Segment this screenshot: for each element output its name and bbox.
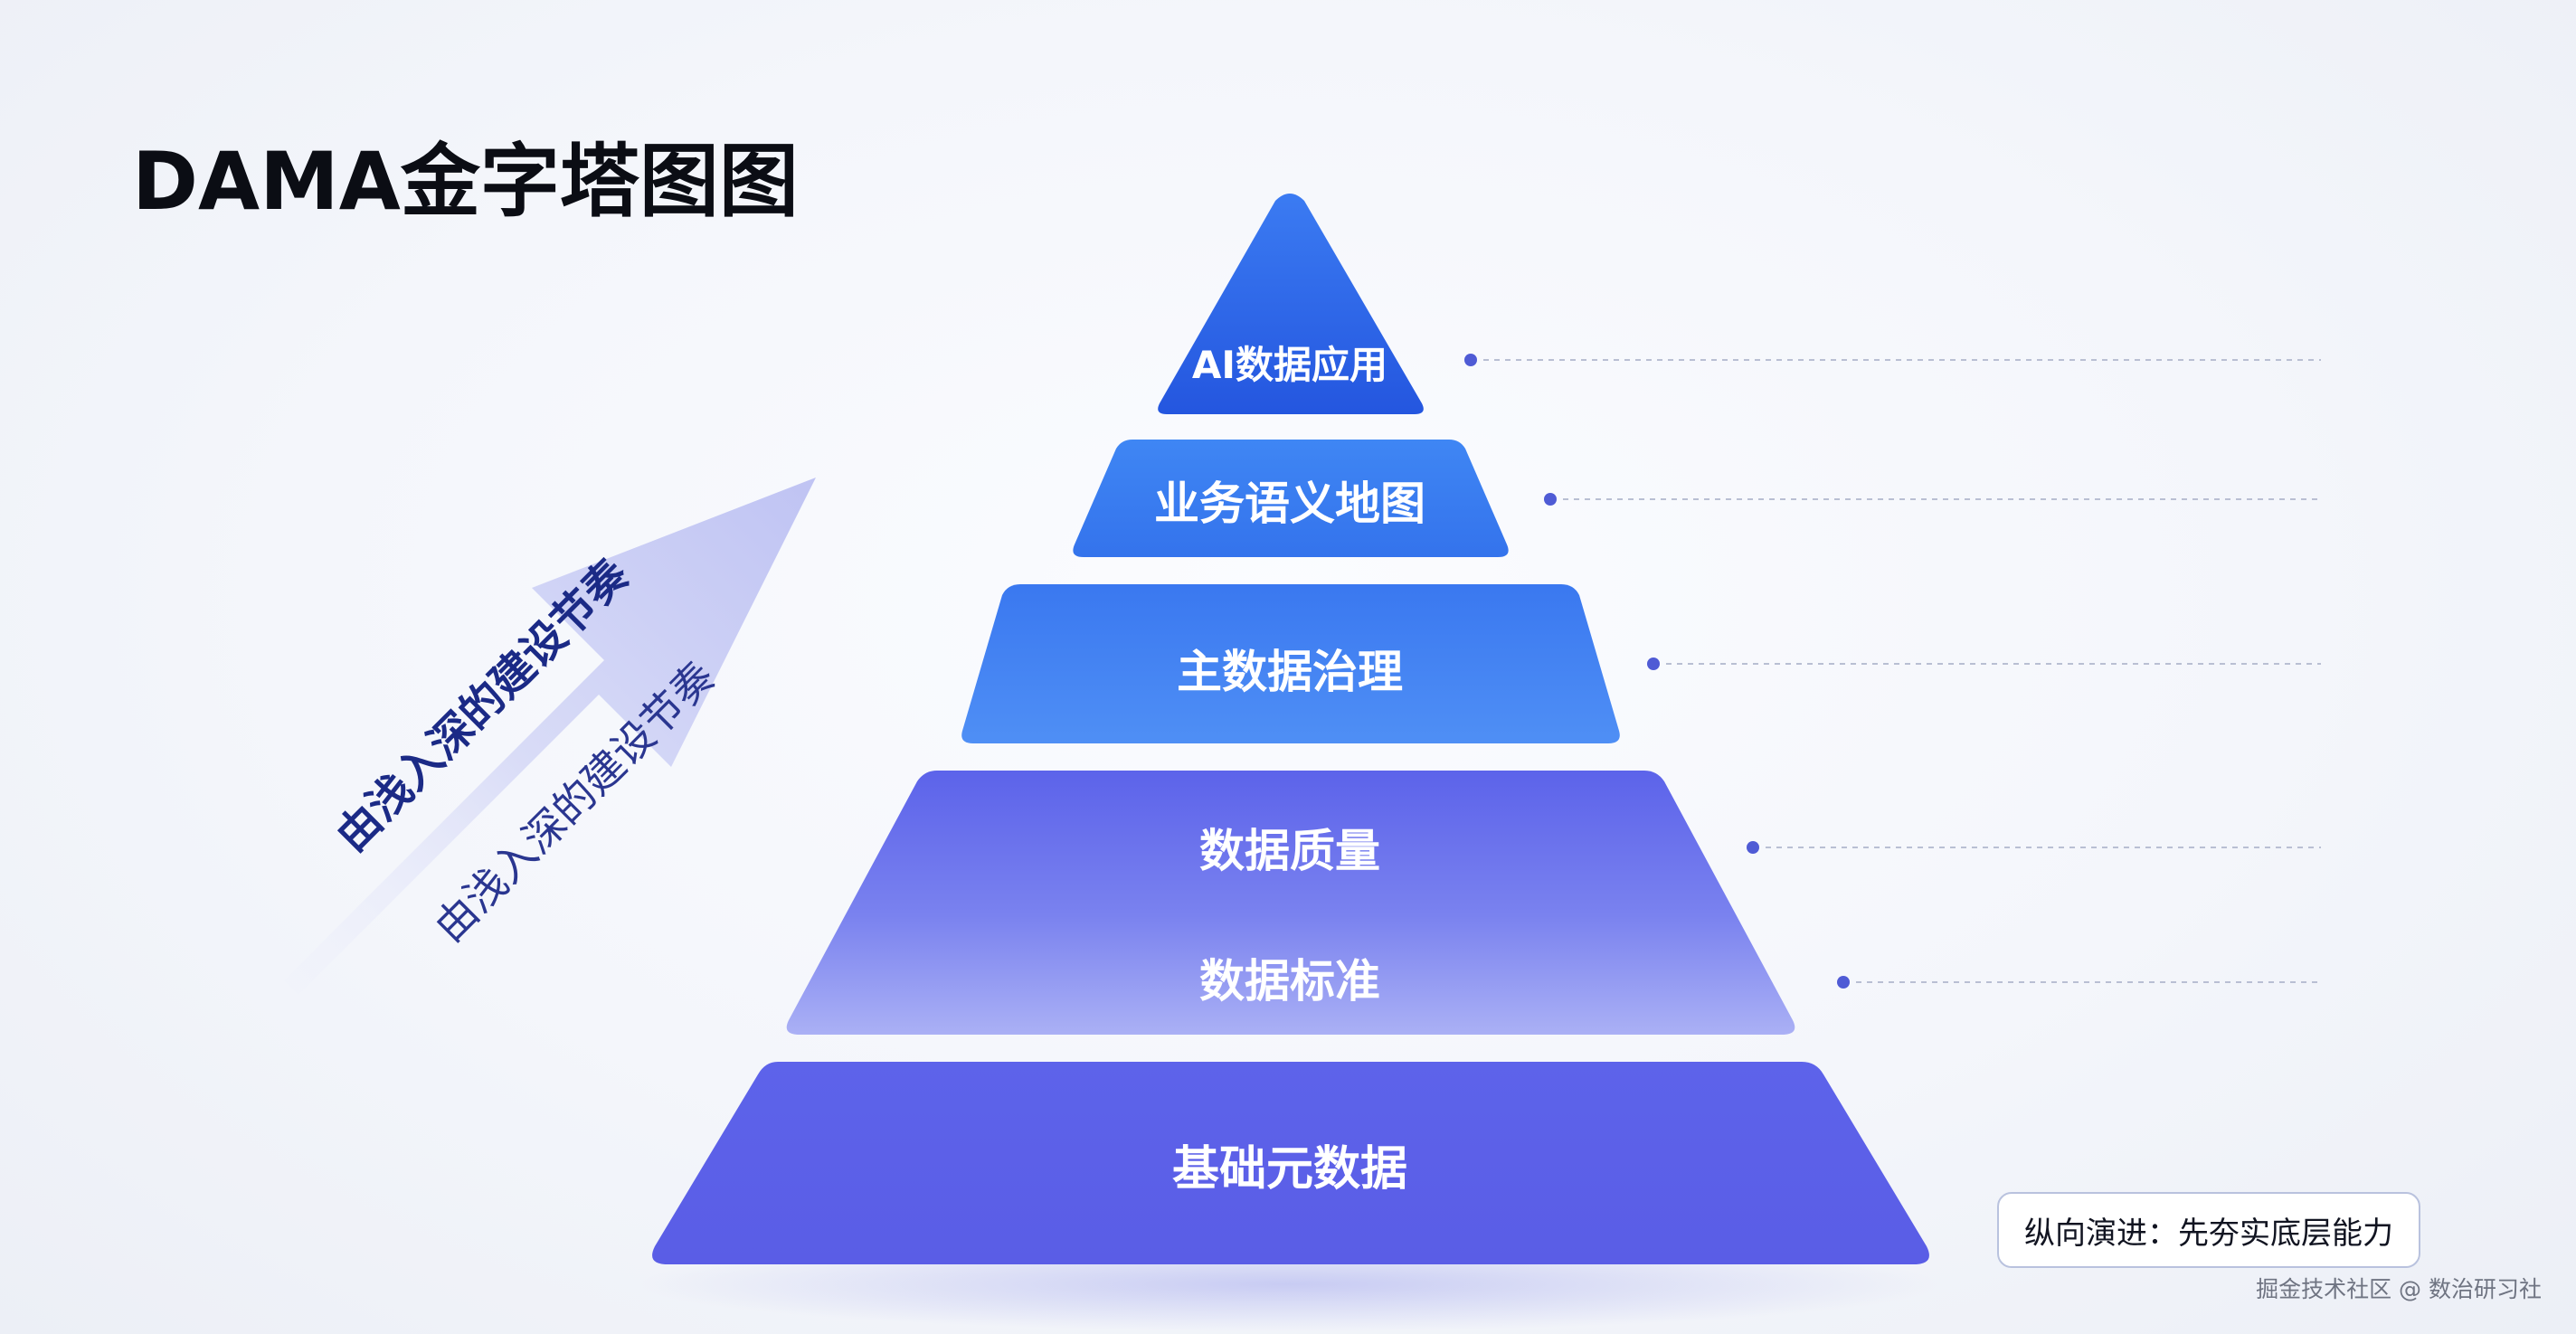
progression-arrow: 由浅入深的建设节奏 由浅入深的建设节奏 <box>284 478 816 995</box>
leader-dot <box>1464 354 1477 366</box>
leader-lines <box>1464 354 2321 989</box>
layer-label: 数据质量 <box>1199 825 1380 877</box>
layer-shape <box>961 584 1620 743</box>
pyramid-layer-quality-standards: 数据质量 数据标准 <box>786 771 1795 1035</box>
layer-shape <box>652 1062 1929 1264</box>
layer-shape <box>1158 194 1424 414</box>
layer-label: AI数据应用 <box>1192 343 1387 387</box>
layer-shape <box>786 771 1795 1035</box>
watermark: 掘金技术社区 @ 数治研习社 <box>2256 1276 2542 1302</box>
pyramid-layer-master-data: 主数据治理 <box>961 584 1620 743</box>
layer-shape <box>1073 440 1509 557</box>
layer-sub-label: 数据标准 <box>1199 955 1380 1008</box>
arrow-shape <box>284 478 816 995</box>
leader-dot <box>1544 493 1557 506</box>
layer-label: 基础元数据 <box>1172 1142 1407 1197</box>
pyramid-layer-foundation-metadata: 基础元数据 <box>652 1062 1929 1264</box>
pyramid-layer-business-semantic-map: 业务语义地图 <box>1073 440 1509 557</box>
leader-dot <box>1747 841 1759 854</box>
pyramid-layer-ai-application: AI数据应用 <box>1158 194 1424 414</box>
page-title: DAMA金字塔图图 <box>132 135 799 228</box>
layer-label: 业务语义地图 <box>1154 478 1425 530</box>
leader-dot <box>1837 976 1850 989</box>
evolution-badge: 纵向演进：先夯实底层能力 <box>1997 1192 2420 1268</box>
layer-label: 主数据治理 <box>1177 646 1403 698</box>
leader-dot <box>1647 658 1660 670</box>
